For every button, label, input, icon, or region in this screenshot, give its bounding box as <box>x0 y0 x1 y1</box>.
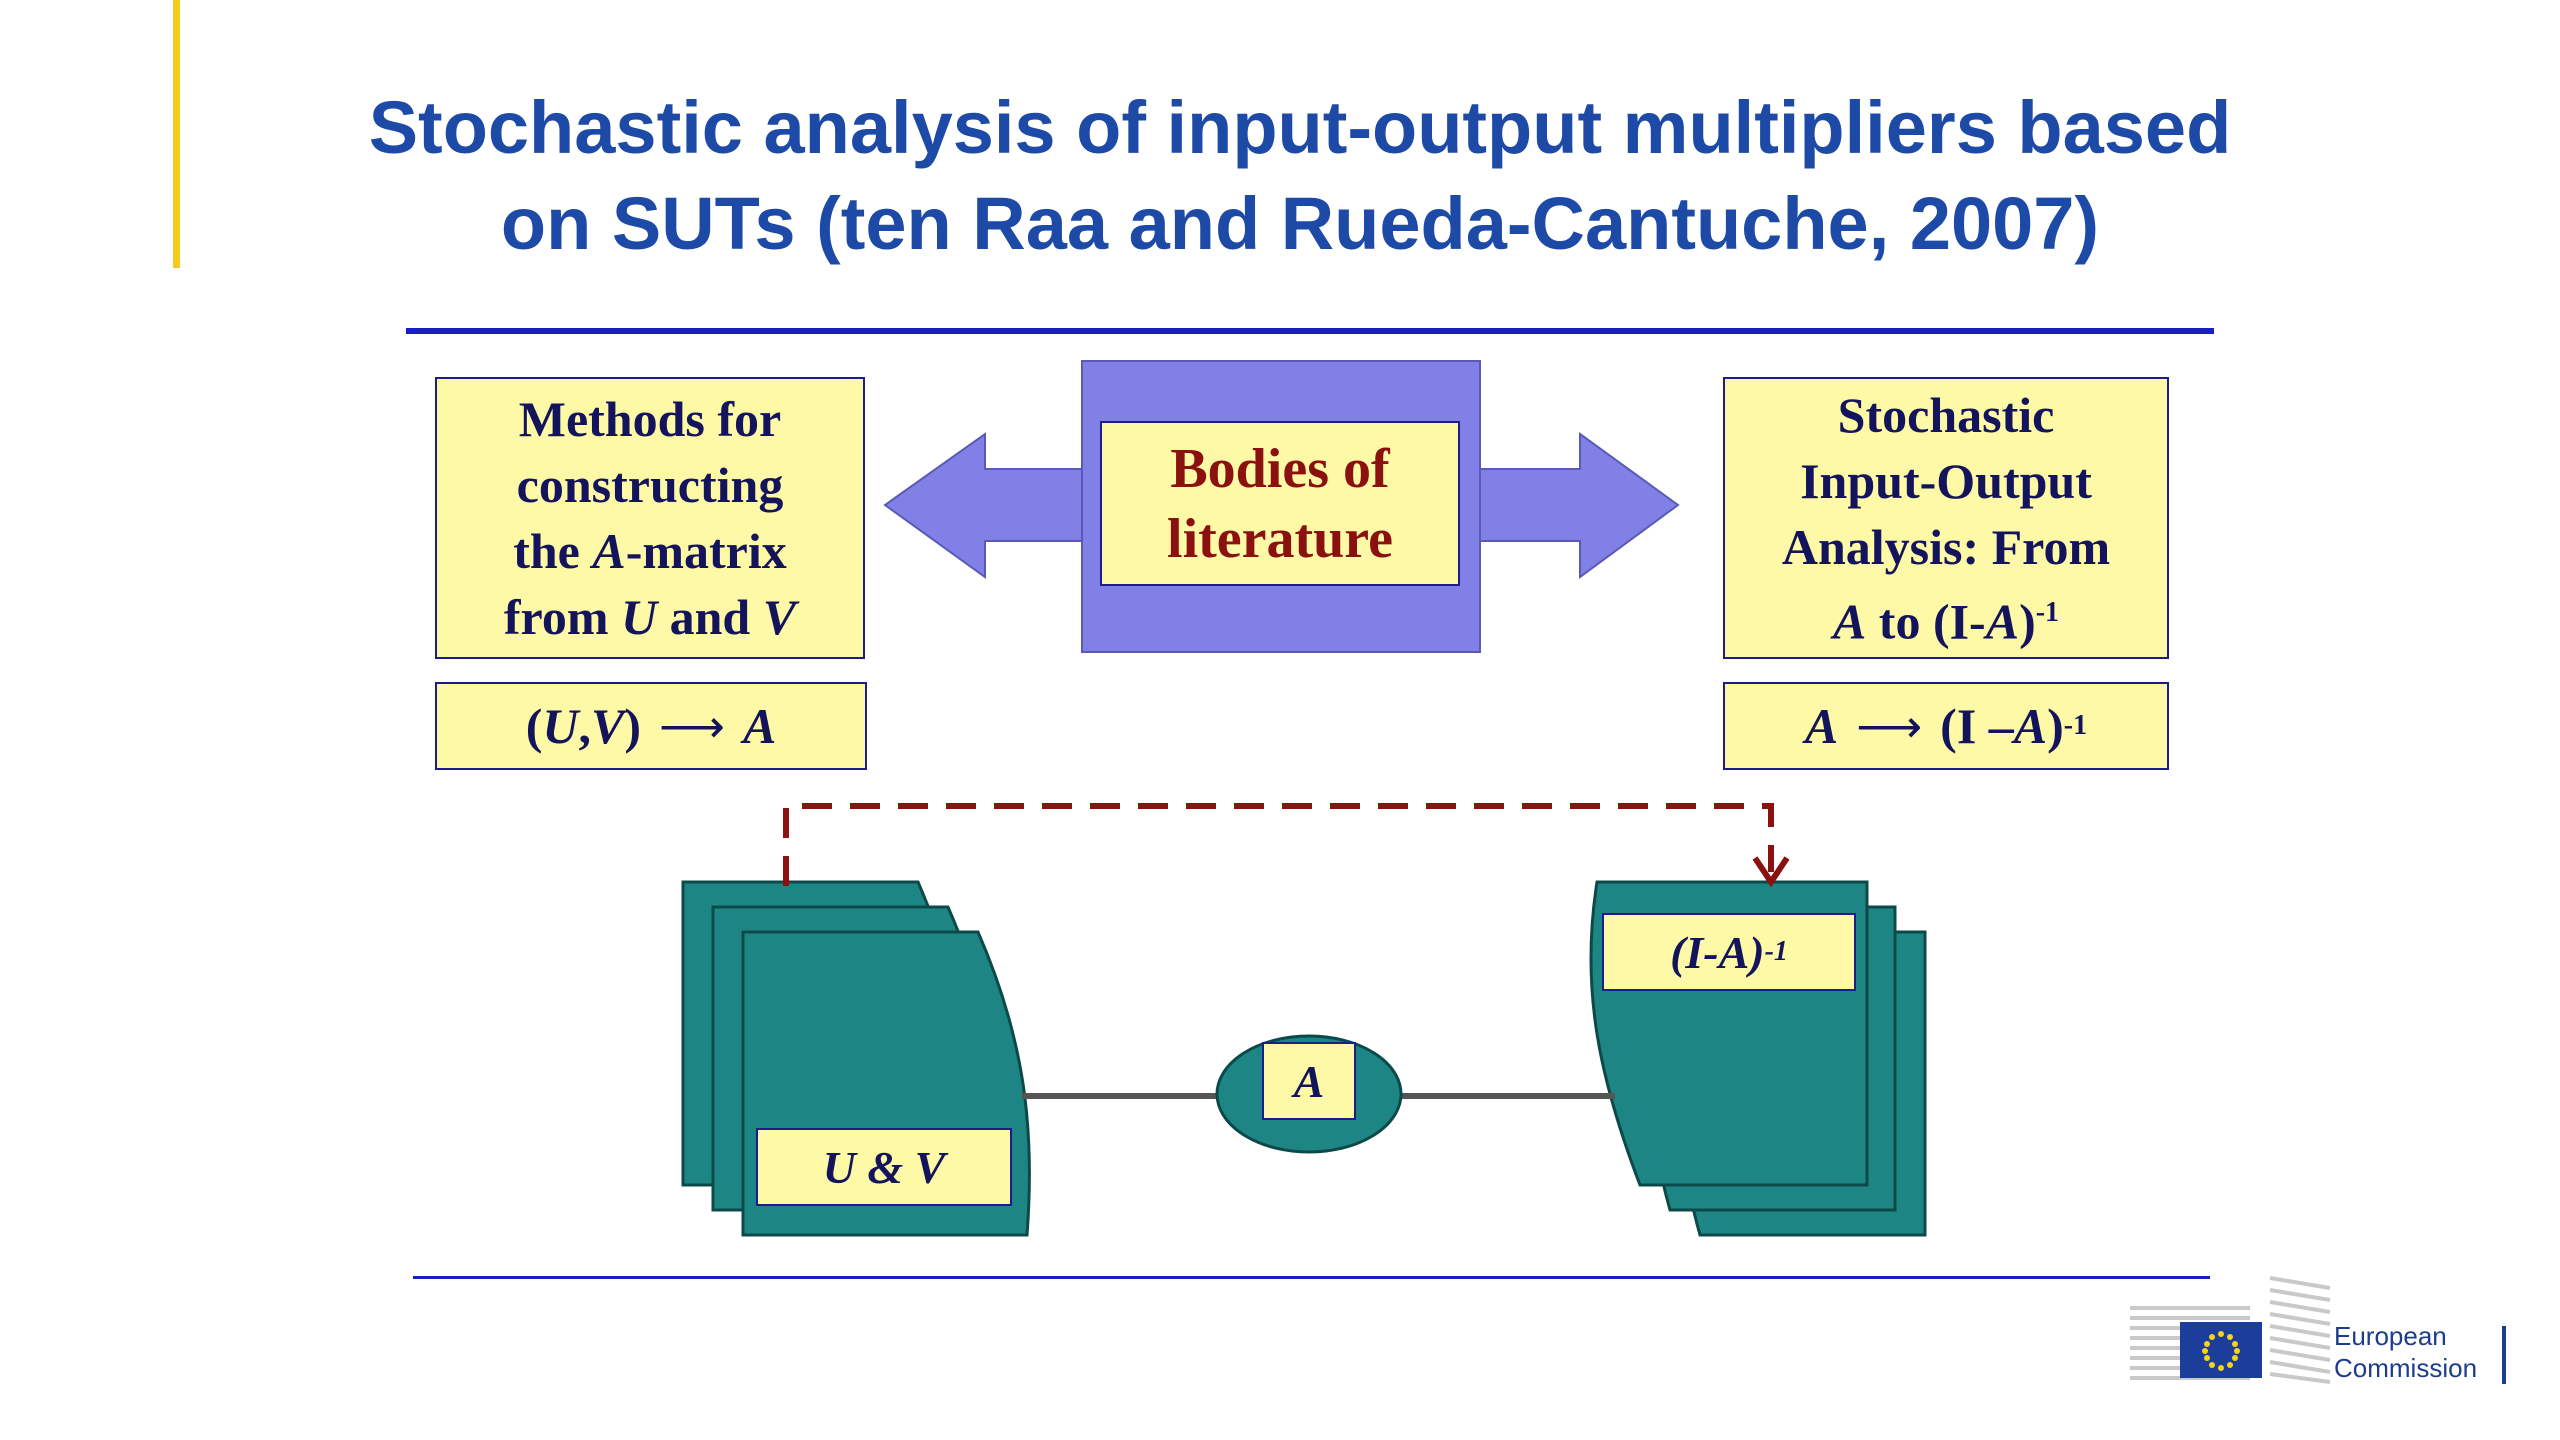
european-commission-logo <box>2130 1276 2506 1384</box>
stochastic-line-4-close: ) <box>2019 593 2036 650</box>
methods-line-3-pre: the <box>513 523 593 579</box>
methods-line-4-pre: from <box>503 589 621 645</box>
eu-stars-icon <box>2202 1331 2240 1371</box>
title-line-1: Stochastic analysis of input-output mult… <box>368 86 2232 169</box>
logo-line-1: European <box>2334 1321 2447 1351</box>
bodies-line-2: literature <box>1167 507 1393 570</box>
inv-formula-a2: A <box>2013 698 2048 754</box>
bodies-of-literature-box: Bodies of literature <box>1100 421 1460 586</box>
methods-box: Methods for constructing the A-matrix fr… <box>435 377 865 659</box>
top-rule <box>406 328 2214 334</box>
uv-label-text: U & V <box>822 1141 946 1193</box>
bottom-rule <box>413 1276 2210 1279</box>
methods-line-2: constructing <box>516 457 784 513</box>
stochastic-line-4-a2: A <box>1985 593 2020 650</box>
formula-u: U <box>542 698 579 754</box>
logo-divider <box>2502 1326 2506 1384</box>
inverse-label-base: (I-A) <box>1670 926 1765 978</box>
a-label: A <box>1262 1042 1356 1120</box>
stochastic-line-1: Stochastic <box>1837 386 2055 443</box>
formula-comma: , <box>578 698 591 754</box>
right-arrow <box>1479 432 1680 579</box>
accent-bar <box>173 0 180 268</box>
inverse-label: (I-A)-1 <box>1602 913 1856 991</box>
bodies-line-1: Bodies of <box>1170 437 1390 500</box>
logo-text: European Commission <box>2334 1320 2477 1384</box>
methods-line-4-mid: and <box>657 589 763 645</box>
inv-formula-close: ) <box>2047 698 2064 754</box>
page-title: Stochastic analysis of input-output mult… <box>180 80 2420 272</box>
formula-v: V <box>590 698 625 754</box>
methods-line-4-u: U <box>621 589 658 645</box>
formula-open: ( <box>525 698 543 754</box>
inverse-label-sup: -1 <box>1764 936 1788 967</box>
stochastic-line-4-sup: -1 <box>2035 596 2060 628</box>
inv-formula-sup: -1 <box>2063 710 2088 741</box>
stochastic-analysis-box: Stochastic Input-Output Analysis: From A… <box>1723 377 2169 659</box>
a-label-text: A <box>1293 1055 1325 1107</box>
formula-close: ) <box>624 698 641 754</box>
a-to-inverse-formula: A ⟶ (I – A)-1 <box>1723 682 2169 770</box>
inv-formula-open: (I – <box>1940 698 2014 754</box>
uv-to-a-formula: ( U,V ) ⟶ A <box>435 682 867 770</box>
dashed-connector <box>783 803 1774 886</box>
inv-formula-a: A <box>1804 698 1839 754</box>
stochastic-line-2: Input-Output <box>1800 452 2092 509</box>
left-arrow <box>883 432 1083 579</box>
methods-line-4-v: V <box>762 589 797 645</box>
right-arrow-icon: ⟶ <box>658 701 725 752</box>
methods-line-3-a: A <box>592 523 626 579</box>
stochastic-line-3: Analysis: From <box>1781 518 2111 575</box>
formula-a: A <box>742 698 777 754</box>
stochastic-line-4-mid: to (I- <box>1866 593 1986 650</box>
stochastic-line-4-a: A <box>1832 593 1867 650</box>
right-arrow-icon: ⟶ <box>1856 701 1923 752</box>
logo-line-2: Commission <box>2334 1353 2478 1383</box>
title-line-2: on SUTs (ten Raa and Rueda-Cantuche, 200… <box>500 182 2100 265</box>
methods-line-1: Methods for <box>518 391 782 447</box>
uv-label: U & V <box>756 1128 1012 1206</box>
methods-line-3-post: -matrix <box>625 523 787 579</box>
arrowhead-icon <box>1752 856 1790 888</box>
